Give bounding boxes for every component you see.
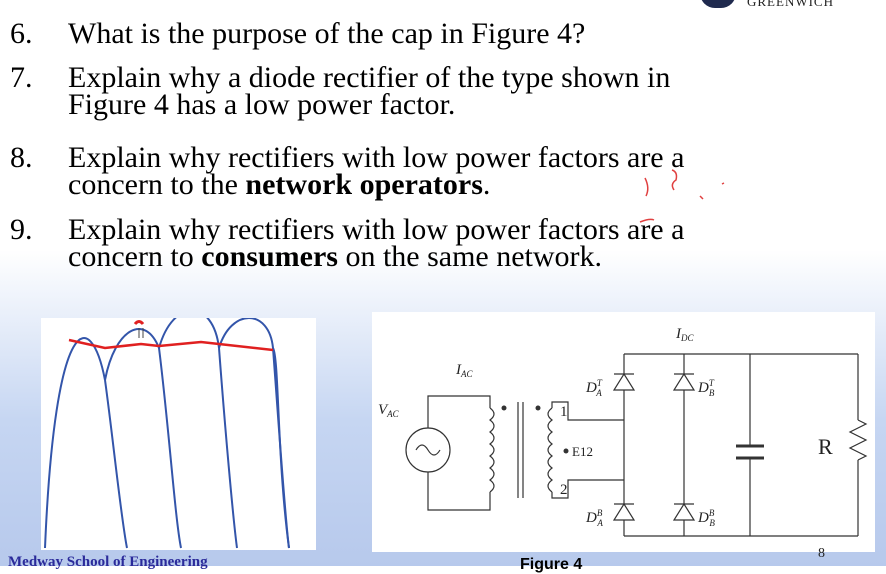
svg-text:DTB: DTB — [697, 378, 715, 398]
page-number: 8 — [818, 546, 825, 561]
svg-text:IAC: IAC — [455, 362, 473, 379]
svg-text:DTA: DTA — [585, 378, 603, 398]
capacitor-icon — [736, 444, 764, 460]
rectified-waveform-panel — [41, 309, 316, 550]
secondary-coil-icon — [547, 407, 553, 493]
logo-text: GREENWICH — [747, 0, 834, 9]
question-9-line1: Explain why rectifiers with low power fa… — [68, 213, 685, 246]
rectified-waveform — [44, 309, 290, 549]
crest-icon — [700, 0, 736, 8]
emphasis-network-operators: network operators — [245, 168, 483, 201]
ripple-envelope — [68, 338, 274, 352]
question-7-line1: Explain why a diode rectifier of the typ… — [68, 61, 671, 94]
diode-da-t-icon — [612, 372, 636, 391]
diode-db-t-icon — [672, 372, 696, 391]
svg-text:2: 2 — [560, 482, 568, 498]
svg-text:DBB: DBB — [697, 508, 715, 528]
university-logo: GREENWICH — [700, 0, 886, 12]
ripple-marker-icon — [133, 320, 145, 326]
svg-text:1: 1 — [560, 404, 568, 420]
question-8-line1: Explain why rectifiers with low power fa… — [68, 141, 685, 174]
svg-text:IDC: IDC — [675, 326, 694, 343]
svg-text:DBA: DBA — [585, 508, 603, 528]
question-7-line2: Figure 4 has a low power factor. — [68, 88, 456, 121]
svg-text:R: R — [818, 434, 833, 459]
emphasis-consumers: consumers — [201, 240, 338, 273]
figure-caption: Figure 4 — [520, 556, 583, 573]
diode-da-b-icon — [612, 502, 636, 521]
svg-text:E12: E12 — [572, 444, 593, 459]
footer-school: Medway School of Engineering — [8, 554, 208, 570]
svg-text:VAC: VAC — [378, 402, 400, 419]
primary-coil-icon — [489, 407, 495, 493]
resistor-icon — [848, 419, 868, 461]
diode-db-b-icon — [672, 502, 696, 521]
rectified-wave-arches — [44, 309, 290, 549]
